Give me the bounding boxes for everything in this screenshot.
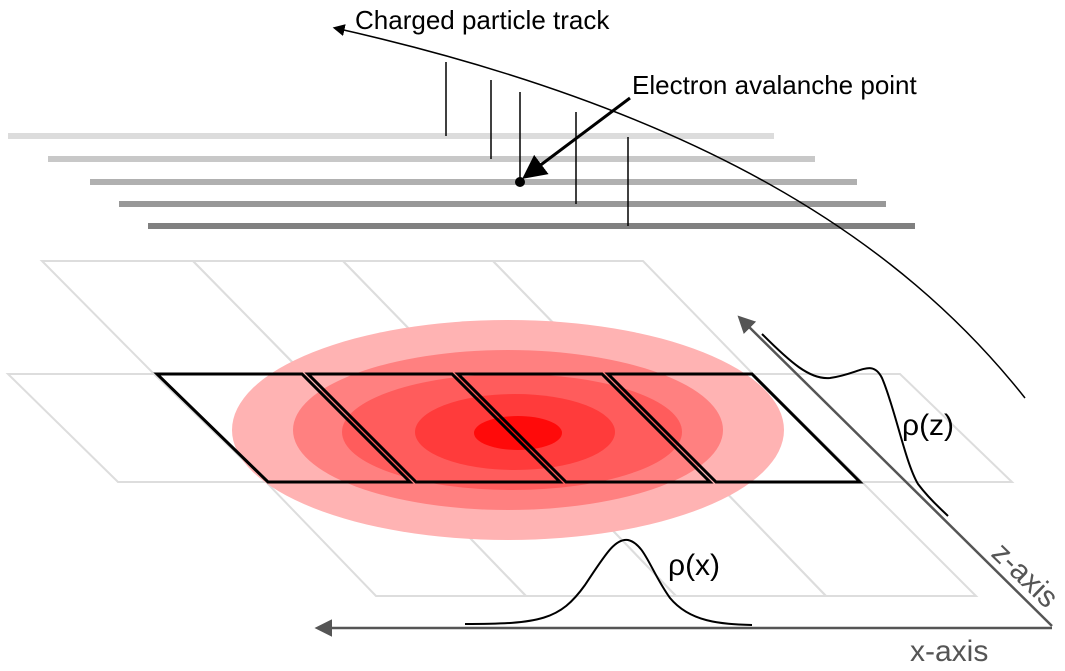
background-pad bbox=[39, 260, 307, 375]
z-axis-line bbox=[737, 315, 1053, 627]
pad-1 bbox=[153, 372, 414, 484]
x-axis-label: x-axis bbox=[910, 635, 988, 666]
pad-3 bbox=[454, 372, 714, 484]
highlighted-pads bbox=[153, 372, 864, 484]
track-label: Charged particle track bbox=[355, 5, 610, 35]
avalanche-point bbox=[515, 177, 525, 187]
avalanche-pointer-arrow bbox=[522, 96, 631, 179]
background-pad bbox=[713, 481, 979, 597]
background-pad bbox=[750, 373, 1015, 483]
background-pad bbox=[5, 373, 269, 483]
rho-z-curve bbox=[761, 333, 949, 517]
avalanche-label: Electron avalanche point bbox=[632, 70, 918, 100]
pad-4 bbox=[604, 372, 864, 484]
rho-z-label: ρ(z) bbox=[902, 409, 954, 442]
z-axis-label: z-axis bbox=[985, 536, 1064, 614]
rho-x-curve bbox=[464, 538, 753, 626]
rho-x-label: ρ(x) bbox=[668, 549, 720, 582]
particle-track bbox=[332, 24, 1026, 399]
wire-planes bbox=[8, 133, 915, 229]
pad-2 bbox=[304, 372, 564, 484]
drift-lines bbox=[445, 62, 629, 226]
